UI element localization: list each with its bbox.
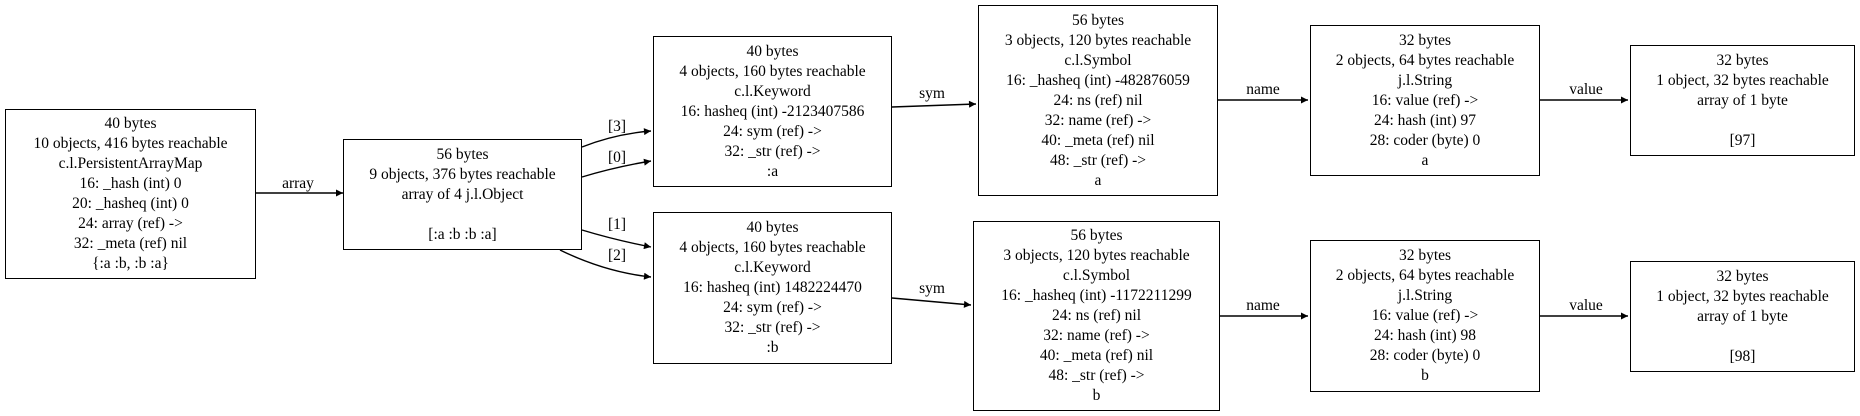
edge-label-sym-b: sym [919,280,945,297]
object-array-node: 56 bytes 9 objects, 376 bytes reachable … [343,139,582,250]
edge-label-value-a: value [1569,81,1603,98]
edge-keyword-b-to-symbol-b [891,297,972,308]
edge-array-to-keyword-b-2 [559,249,652,280]
byte-array-b-node: 32 bytes 1 object, 32 bytes reachable ar… [1630,261,1855,372]
edge-keyword-a-to-symbol-a [891,100,977,108]
persistent-array-map-node: 40 bytes 10 objects, 416 bytes reachable… [5,109,256,279]
edge-array-to-keyword-a-0 [581,158,652,178]
edge-label-name-a: name [1246,81,1280,98]
byte-array-a-node: 32 bytes 1 object, 32 bytes reachable ar… [1630,45,1855,156]
edge-label-index-1: [1] [607,216,627,233]
edge-label-index-3: [3] [607,118,627,135]
symbol-a-node: 56 bytes 3 objects, 120 bytes reachable … [978,5,1218,196]
keyword-a-node: 40 bytes 4 objects, 160 bytes reachable … [653,36,892,187]
keyword-b-node: 40 bytes 4 objects, 160 bytes reachable … [653,212,892,364]
edge-label-value-b: value [1569,297,1603,314]
edge-label-index-2: [2] [607,247,627,264]
edge-label-index-0: [0] [607,149,627,166]
edge-label-array: array [282,175,314,192]
symbol-b-node: 56 bytes 3 objects, 120 bytes reachable … [973,221,1220,411]
string-a-node: 32 bytes 2 objects, 64 bytes reachable j… [1310,25,1540,176]
string-b-node: 32 bytes 2 objects, 64 bytes reachable j… [1310,240,1540,392]
edge-array-to-keyword-b-1 [581,229,652,250]
edge-label-sym-a: sym [919,85,945,102]
edge-label-name-b: name [1246,297,1280,314]
edge-array-to-keyword-a-3 [581,128,652,148]
